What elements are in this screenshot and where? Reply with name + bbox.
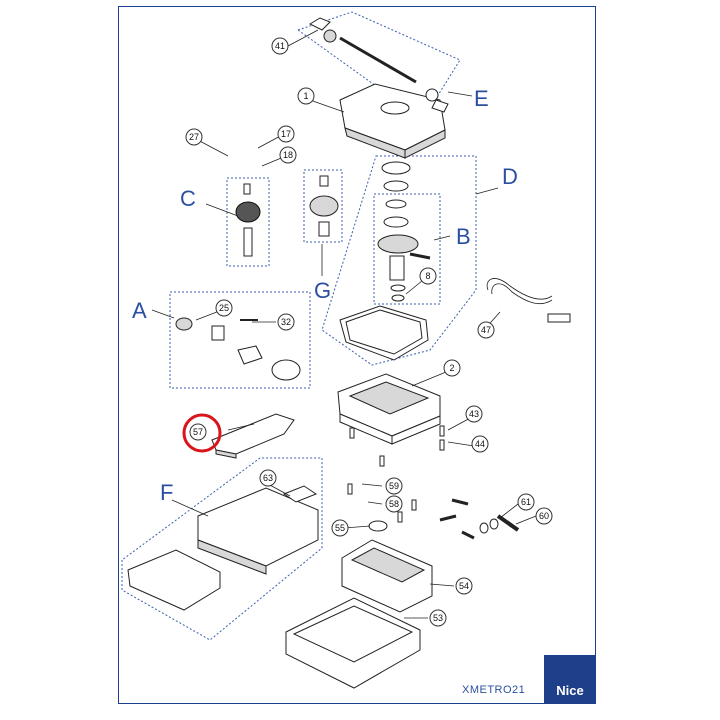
group-a-outline (169, 291, 311, 389)
part-47-cable (486, 278, 571, 323)
callout-58: 58 (385, 495, 403, 513)
group-letter-d: D (502, 164, 518, 189)
callout-60: 60 (535, 507, 553, 525)
part-screws (347, 425, 445, 523)
callout-8: 8 (419, 267, 437, 285)
part-60-61-pins (439, 498, 520, 540)
callout-57: 57 (182, 413, 222, 453)
group-letter-e: E (474, 86, 489, 111)
group-g-outline (303, 169, 343, 243)
part-57-bracket (211, 413, 295, 459)
svg-text:57: 57 (193, 427, 203, 437)
callout-53: 53 (429, 609, 447, 627)
svg-text:17: 17 (281, 129, 291, 139)
group-b-outline (373, 193, 441, 305)
brand-logo-text: Nice (556, 683, 584, 698)
group-c-outline (226, 177, 270, 267)
part-b-gear-stack (377, 161, 431, 302)
group-letter-b: B (456, 224, 471, 249)
svg-text:60: 60 (539, 511, 549, 521)
part-a-motor (175, 317, 301, 381)
svg-text:18: 18 (283, 150, 293, 160)
svg-text:8: 8 (425, 271, 430, 281)
svg-text:43: 43 (469, 409, 479, 419)
svg-text:58: 58 (389, 499, 399, 509)
svg-text:61: 61 (521, 497, 531, 507)
svg-text:1: 1 (303, 91, 308, 101)
group-letter-g: G (314, 278, 331, 303)
svg-text:27: 27 (189, 132, 199, 142)
svg-text:63: 63 (263, 473, 273, 483)
part-g-gear (309, 175, 339, 237)
callout-17: 17 (277, 125, 295, 143)
callout-61: 61 (517, 493, 535, 511)
callout-32: 32 (277, 313, 295, 331)
callout-25: 25 (215, 299, 233, 317)
svg-text:32: 32 (281, 317, 291, 327)
group-letter-a: A (132, 298, 147, 323)
svg-text:59: 59 (389, 481, 399, 491)
group-f-outline (121, 457, 323, 641)
svg-text:44: 44 (475, 439, 485, 449)
callout-55: 55 (331, 519, 349, 537)
callout-44: 44 (471, 435, 489, 453)
callout-47: 47 (477, 321, 495, 339)
svg-text:41: 41 (275, 41, 285, 51)
part-55-seal (368, 520, 388, 532)
group-letter-f: F (160, 480, 173, 505)
part-d-gasket (339, 305, 429, 361)
brand-logo-box: Nice (544, 655, 596, 704)
svg-text:53: 53 (433, 613, 443, 623)
callout-18: 18 (279, 146, 297, 164)
callout-27: 27 (185, 128, 203, 146)
part-f-cover (127, 485, 319, 611)
drawing-frame (118, 6, 596, 704)
callout-59: 59 (385, 477, 403, 495)
callout-57-highlight-ring (182, 413, 222, 453)
svg-text:2: 2 (449, 363, 454, 373)
callout-54: 54 (455, 577, 473, 595)
callout-43: 43 (465, 405, 483, 423)
callout-2: 2 (443, 359, 461, 377)
svg-text:54: 54 (459, 581, 469, 591)
part-e-shaft (308, 17, 449, 113)
part-c-encoder (235, 183, 261, 257)
part-1-housing-top (339, 83, 446, 159)
group-letter-c: C (180, 186, 196, 211)
callout-1: 1 (297, 87, 315, 105)
callout-41: 41 (271, 37, 289, 55)
callout-63: 63 (259, 469, 277, 487)
part-54-board (341, 539, 433, 613)
svg-text:25: 25 (219, 303, 229, 313)
svg-text:47: 47 (481, 325, 491, 335)
part-2-control-box (337, 373, 441, 445)
drawing-code-label: XMETRO21 (462, 684, 526, 696)
svg-text:55: 55 (335, 523, 345, 533)
group-d-outline (321, 155, 477, 366)
part-53-tray (285, 597, 421, 689)
